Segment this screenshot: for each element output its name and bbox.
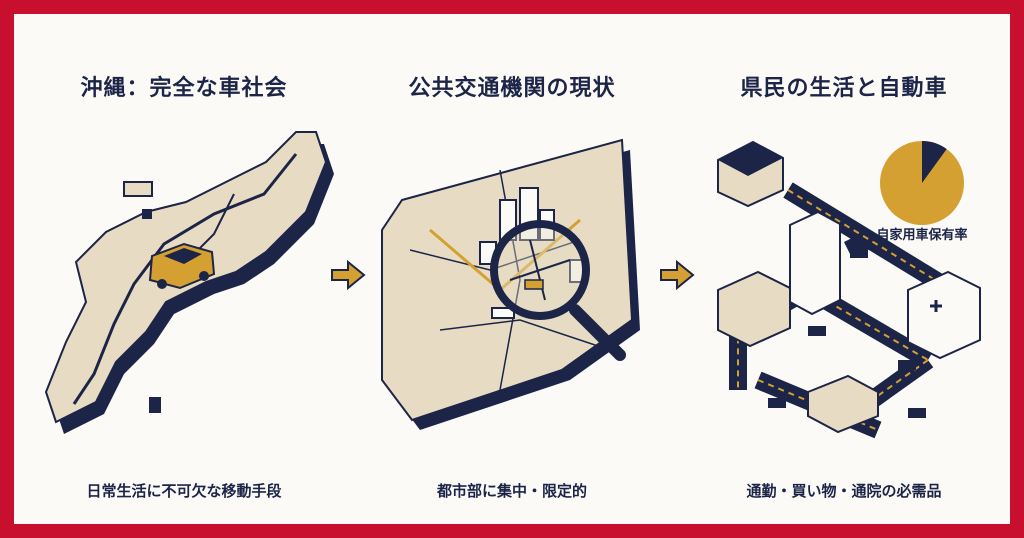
car-icon (148, 242, 216, 290)
magnifier-icon (490, 220, 626, 361)
okinawa-map-illustration (44, 131, 334, 434)
arrow-right-icon (331, 259, 366, 291)
city-map-illustration (381, 138, 640, 430)
pie-chart-label: 自家用車保有率 (876, 228, 968, 243)
panel-3-title: 県民の生活と自動車 (740, 76, 948, 101)
pie-slice-other (922, 141, 947, 183)
town-illustration (717, 140, 981, 439)
panel-2-title: 公共交通機関の現状 (408, 76, 616, 101)
arrow-right-icon (660, 259, 695, 291)
infographic-frame: 沖縄：完全な車社会 公共交通機関の現状 県民の生活と自動車 (14, 14, 1010, 524)
panel-1-caption: 日常生活に不可欠な移動手段 (86, 482, 282, 500)
panel-3-caption: 通勤・買い物・通院の必需品 (746, 482, 942, 500)
panel-1-title: 沖縄：完全な車社会 (80, 76, 288, 101)
car-ownership-pie-chart (880, 141, 964, 225)
panel-2-caption: 都市部に集中・限定的 (436, 482, 587, 500)
